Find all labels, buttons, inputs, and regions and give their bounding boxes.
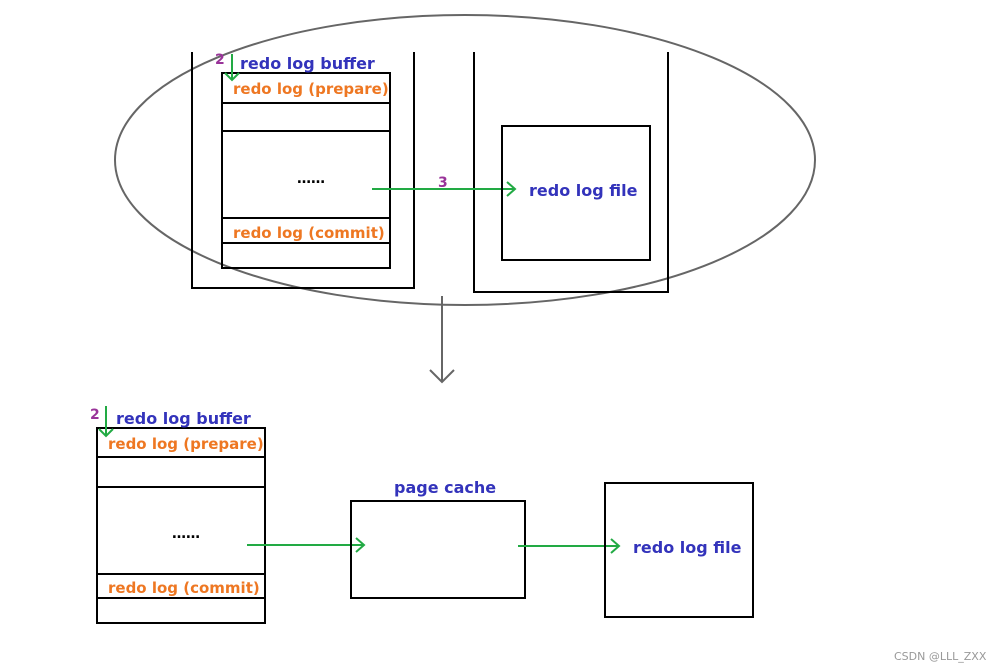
page-cache-box bbox=[350, 500, 526, 599]
transition-arrow-head bbox=[429, 369, 455, 384]
top-flush-arrow-head bbox=[506, 181, 517, 197]
top-redo-log-file-box bbox=[501, 125, 651, 261]
watermark-text: CSDN @LLL_ZXX bbox=[894, 650, 987, 663]
top-entry-prepare: redo log (prepare) bbox=[233, 80, 389, 98]
bottom-redo-log-file-label: redo log file bbox=[633, 538, 742, 557]
bottom-write-arrow-head bbox=[98, 428, 114, 438]
highlight-ellipse bbox=[114, 14, 816, 306]
bottom-redo-log-buffer bbox=[96, 427, 266, 624]
bottom-redo-log-file-box bbox=[604, 482, 754, 618]
bottom-entry-commit: redo log (commit) bbox=[108, 579, 260, 597]
top-memory-container bbox=[191, 52, 415, 289]
top-redo-log-file-label: redo log file bbox=[529, 181, 638, 200]
bottom-entry-dots: …… bbox=[172, 526, 200, 542]
top-write-arrow-head bbox=[224, 72, 240, 82]
top-flush-step-number: 3 bbox=[438, 175, 448, 191]
page-cache-label: page cache bbox=[394, 478, 496, 497]
bottom-buffer-outline bbox=[96, 427, 266, 624]
top-buffer-step-number: 2 bbox=[215, 52, 225, 68]
top-redo-log-buffer bbox=[221, 72, 391, 269]
bottom-entry-prepare: redo log (prepare) bbox=[108, 435, 264, 453]
bottom-cache-to-file-arrow-head bbox=[610, 538, 621, 554]
top-entry-dots: …… bbox=[297, 171, 325, 187]
top-disk-container bbox=[473, 52, 669, 293]
top-buffer-outline bbox=[221, 72, 391, 269]
bottom-buffer-step-number: 2 bbox=[90, 407, 100, 423]
top-entry-commit: redo log (commit) bbox=[233, 224, 385, 242]
top-buffer-title: redo log buffer bbox=[240, 54, 375, 73]
bottom-buffer-to-cache-arrow-head bbox=[355, 537, 366, 553]
bottom-buffer-title: redo log buffer bbox=[116, 409, 251, 428]
